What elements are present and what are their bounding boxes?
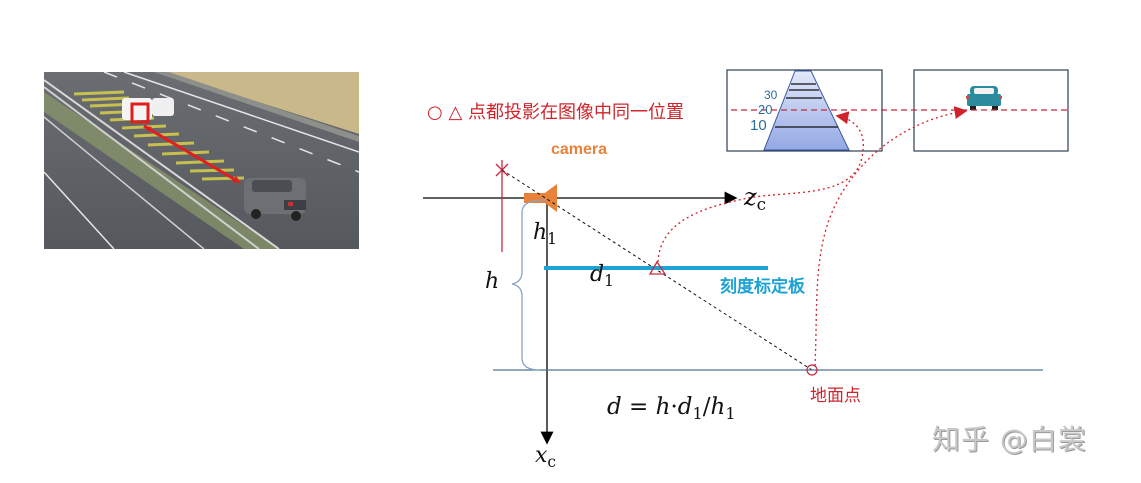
height-brace — [511, 199, 546, 371]
circle-symbol: ○ — [427, 102, 443, 123]
watermark: 知乎 @白裳 — [932, 423, 1087, 456]
scale-tick-30: 30 — [764, 88, 778, 102]
d1-label: d1 — [590, 262, 614, 290]
highway-photo — [44, 72, 359, 249]
triangle-marker — [648, 260, 667, 275]
projection-arrow-ground — [814, 106, 968, 367]
x-axis-label: xc — [535, 443, 557, 471]
distance-formula: d = h·d1/h1 — [607, 394, 736, 423]
calibration-board-label: 刻度标定板 — [720, 277, 805, 297]
caption-text: 点都投影在图像中同一位置 — [468, 102, 685, 123]
projection-caption: ○ △ 点都投影在图像中同一位置 — [427, 98, 684, 124]
z-axis-label: zc — [744, 183, 767, 215]
scale-tick-20: 20 — [758, 102, 773, 117]
ground-point-marker — [806, 364, 818, 376]
ground-point-label: 地面点 — [810, 386, 861, 406]
projection-ray — [501, 169, 813, 371]
camera-icon — [524, 184, 557, 212]
h1-label: h1 — [533, 220, 557, 248]
highway-scene-illustration — [44, 72, 359, 249]
scale-tick-10: 10 — [750, 117, 767, 134]
car-icon — [966, 86, 1002, 110]
h-label: h — [485, 269, 500, 294]
triangle-symbol: △ — [448, 102, 463, 123]
camera-label: camera — [551, 141, 608, 158]
